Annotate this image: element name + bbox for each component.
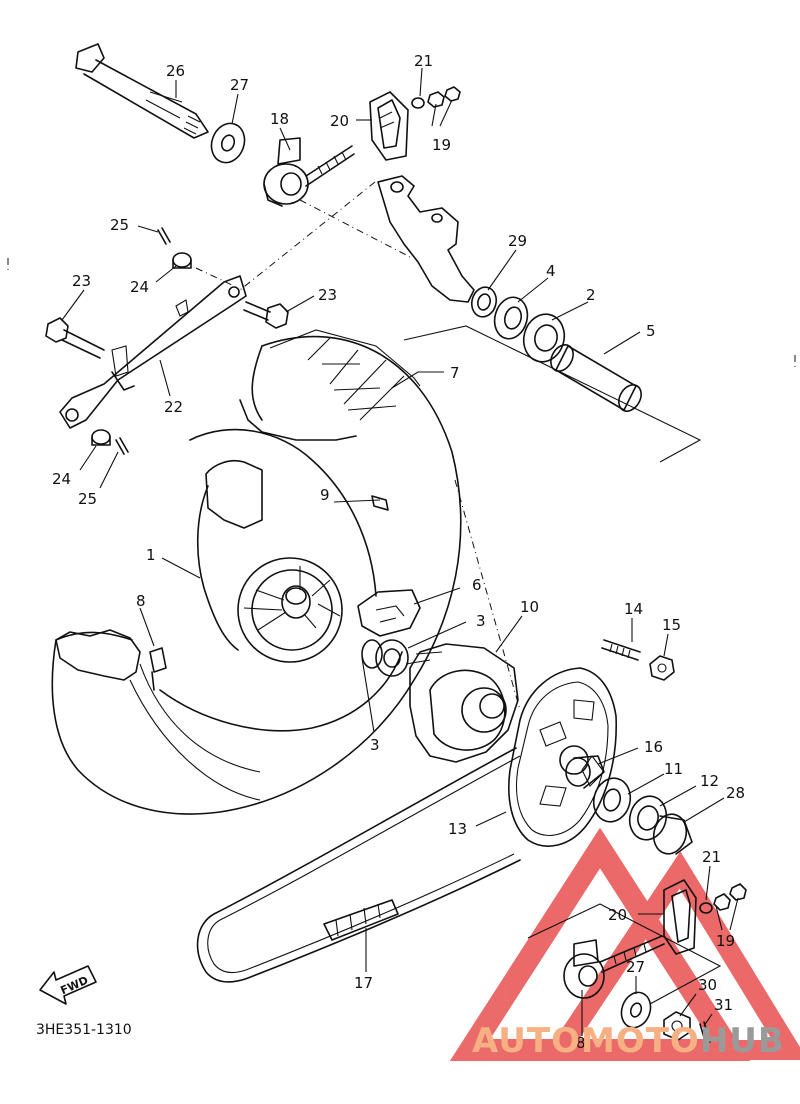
callout-31: 31	[714, 996, 733, 1014]
balancer-9	[371, 495, 389, 511]
watermark-text: AUTOMOTOHUB	[472, 1021, 785, 1061]
watermark-logo	[449, 827, 800, 1061]
callout-16: 16	[644, 738, 663, 756]
callout-6: 6	[472, 576, 482, 594]
callout-25a: 25	[110, 216, 129, 234]
caliper-block-20-top	[369, 86, 461, 161]
caliper-bracket	[377, 175, 475, 303]
washer-27-bottom	[620, 991, 652, 1029]
callout-26: 26	[166, 62, 185, 80]
callout-7: 7	[450, 364, 460, 382]
callout-12: 12	[700, 772, 719, 790]
drive-chain-17	[196, 747, 521, 983]
callout-15: 15	[662, 616, 681, 634]
callout-17: 17	[354, 974, 373, 992]
fwd-arrow: FWD	[39, 965, 97, 1005]
chain-adjuster-18-top	[263, 137, 355, 207]
callout-leaders	[61, 67, 739, 1036]
collar-28	[652, 813, 693, 855]
watermark-moto: MOTO	[581, 1021, 700, 1061]
cotter-pin-25-top	[157, 227, 171, 245]
callout-24b: 24	[52, 470, 71, 488]
callout-23b: 23	[318, 286, 337, 304]
callout-13: 13	[448, 820, 467, 838]
collar-16	[565, 755, 605, 789]
callout-labels: 1 2 3 3 4 5 6 7 8 8 9 10 11 12 13 14 15 …	[52, 52, 745, 1052]
callout-9: 9	[320, 486, 330, 504]
spacer-29	[470, 286, 498, 318]
oil-seal-12	[628, 795, 668, 841]
callout-3a: 3	[476, 612, 486, 630]
callout-21a: 21	[414, 52, 433, 70]
callout-25b: 25	[78, 490, 97, 508]
callout-28: 28	[726, 784, 745, 802]
callout-11: 11	[664, 760, 683, 778]
callout-18: 18	[270, 110, 289, 128]
washer-27-top	[210, 122, 246, 164]
stud-bolt-14	[601, 639, 641, 661]
nut-24-top	[172, 252, 192, 269]
svg-text:AUTOMOTOHUB: AUTOMOTOHUB	[472, 1021, 785, 1061]
callout-19a: 19	[432, 136, 451, 154]
sprocket-hub-10	[405, 643, 519, 763]
collar-5	[550, 344, 642, 412]
callout-19b: 19	[716, 932, 735, 950]
watermark-hub: HUB	[700, 1021, 785, 1061]
callout-5: 5	[646, 322, 656, 340]
callout-20a: 20	[330, 112, 349, 130]
nut-15	[649, 655, 675, 681]
nut-24-bottom	[91, 429, 111, 446]
bearing-3	[361, 639, 409, 677]
cotter-pin-25-bottom	[115, 437, 129, 455]
callout-22: 22	[164, 398, 183, 416]
tension-bar-22	[59, 275, 247, 429]
callout-4: 4	[546, 262, 556, 280]
callout-21b: 21	[702, 848, 721, 866]
callout-20b: 20	[608, 906, 627, 924]
watermark-auto: AUTO	[472, 1021, 581, 1061]
bolt-23-right	[243, 301, 289, 329]
callout-8a: 8	[136, 592, 146, 610]
callout-30: 30	[698, 976, 717, 994]
sprocket-13	[508, 667, 618, 847]
rear-wheel-1	[51, 329, 462, 815]
callout-14: 14	[624, 600, 643, 618]
callout-2: 2	[586, 286, 596, 304]
oil-seal-4	[493, 296, 529, 340]
damper-bracket-6	[357, 589, 421, 637]
callout-23a: 23	[72, 272, 91, 290]
reference-lines	[7, 181, 796, 711]
callout-10: 10	[520, 598, 539, 616]
callout-3b: 3	[370, 736, 380, 754]
callout-1: 1	[146, 546, 156, 564]
axle-26	[75, 43, 209, 139]
bolt-23-left	[45, 317, 105, 359]
callout-27b: 27	[626, 958, 645, 976]
bearing-11	[592, 777, 632, 823]
callout-8b: 8	[576, 1034, 586, 1052]
callout-29: 29	[508, 232, 527, 250]
callout-24a: 24	[130, 278, 149, 296]
diagram-code: 3HE351-1310	[36, 1022, 132, 1038]
callout-27a: 27	[230, 76, 249, 94]
nut-30	[663, 1011, 691, 1041]
caliper-block-20-bottom	[663, 879, 747, 955]
chain-adjuster-18-bottom	[563, 935, 665, 999]
